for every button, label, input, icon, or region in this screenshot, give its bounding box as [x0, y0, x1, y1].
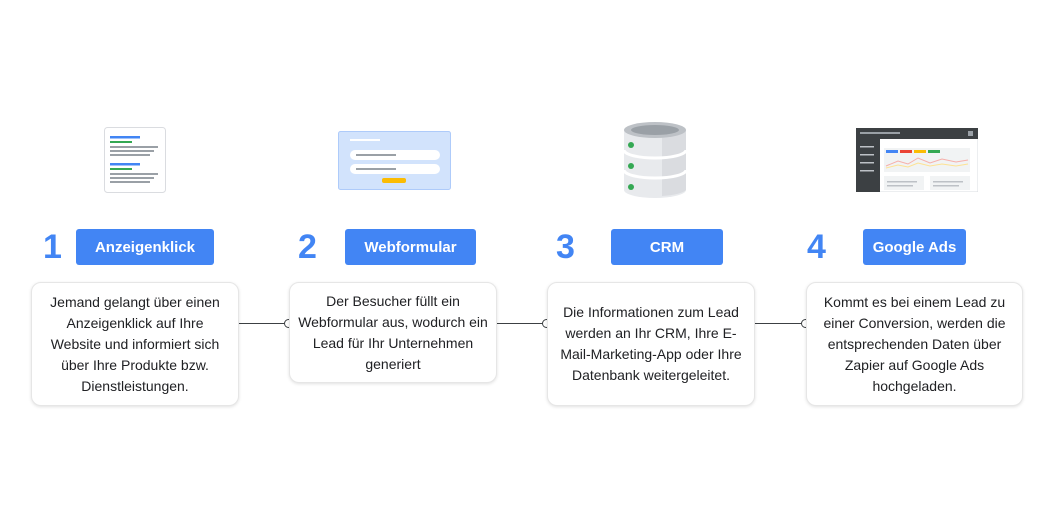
step-4-label: Google Ads — [863, 229, 966, 265]
step-1-description: Jemand gelangt über einen Anzeigenklick … — [31, 282, 239, 406]
step-2-number: 2 — [298, 228, 317, 266]
connector-1-2 — [239, 323, 288, 324]
step-1-number: 1 — [43, 228, 62, 266]
connector-2-3 — [497, 323, 546, 324]
step-1-label: Anzeigenklick — [76, 229, 214, 265]
search-results-icon — [104, 127, 166, 193]
database-icon — [622, 122, 688, 198]
web-form-icon — [338, 131, 451, 190]
step-3-description: Die Informationen zum Lead werden an Ihr… — [547, 282, 755, 406]
step-2-description: Der Besucher füllt ein Webformular aus, … — [289, 282, 497, 383]
step-3-label: CRM — [611, 229, 723, 265]
connector-3-4 — [755, 323, 805, 324]
step-3-number: 3 — [556, 228, 575, 266]
step-4-number: 4 — [807, 228, 826, 266]
dashboard-icon — [856, 128, 978, 192]
step-2-label: Webformular — [345, 229, 476, 265]
step-4-description: Kommt es bei einem Lead zu einer Convers… — [806, 282, 1023, 406]
